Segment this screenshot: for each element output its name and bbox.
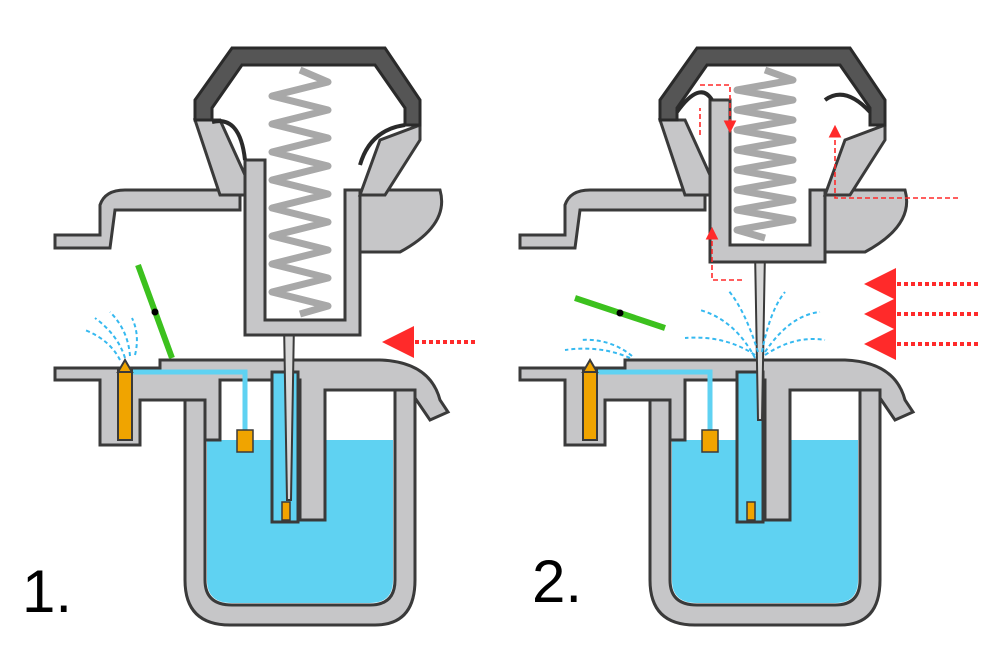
air-arrow xyxy=(864,268,978,360)
slide-piston xyxy=(708,98,827,264)
panel-1-carburetor xyxy=(53,46,475,627)
return-spring xyxy=(733,66,797,242)
return-spring xyxy=(268,66,332,318)
slide-piston xyxy=(243,158,362,337)
float-bowl xyxy=(648,368,882,627)
float-bowl xyxy=(183,368,417,627)
panel-1-label: 1. xyxy=(22,558,73,625)
vacuum-path xyxy=(699,84,958,281)
upper-housing xyxy=(518,173,707,250)
fuel-spray xyxy=(84,311,138,361)
diaphragm-cap xyxy=(658,46,887,127)
carb-body xyxy=(518,358,916,522)
panel-2-carburetor xyxy=(518,46,978,627)
idle-jet xyxy=(117,369,133,441)
fuel-spray xyxy=(564,289,826,359)
idle-jet xyxy=(582,369,598,441)
upper-housing xyxy=(53,173,242,250)
panel-2-label: 2. xyxy=(532,548,583,615)
carb-body xyxy=(53,358,451,522)
